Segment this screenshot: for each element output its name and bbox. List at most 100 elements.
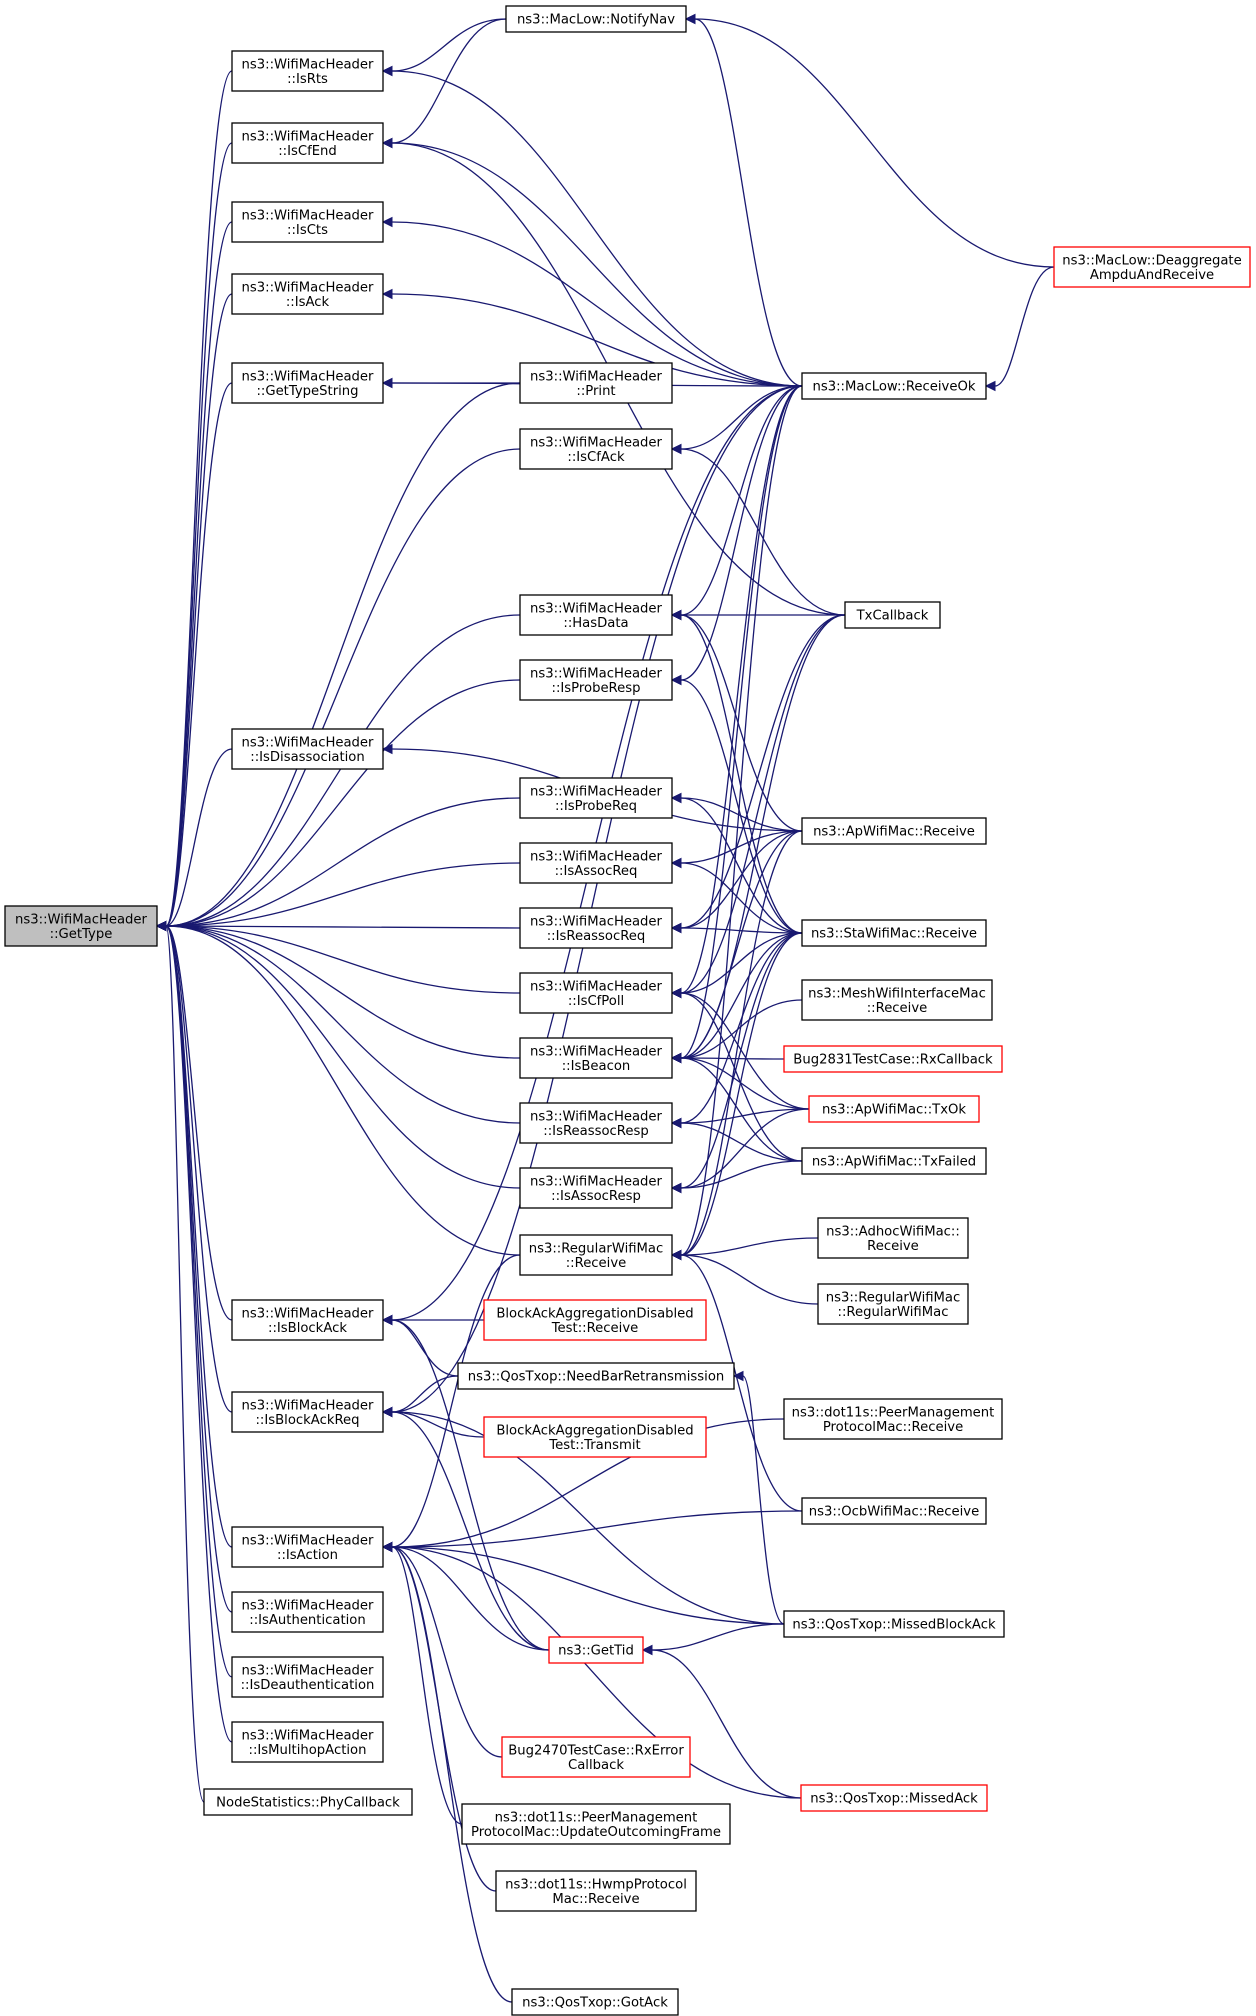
node-isaction[interactable]: ns3::WifiMacHeader::IsAction xyxy=(231,1526,384,1568)
edge-stareceive-to-isreassocresp xyxy=(680,932,803,1124)
node-pmpreceive[interactable]: ns3::dot11s::PeerManagementProtocolMac::… xyxy=(783,1398,1003,1440)
edge-stareceive-to-isbeacon xyxy=(680,932,803,1059)
node-label-line: ns3::WifiMacHeader xyxy=(242,1398,375,1413)
node-iscfend[interactable]: ns3::WifiMacHeader::IsCfEnd xyxy=(231,122,384,164)
edge-bug2831-to-isbeacon xyxy=(680,1057,785,1060)
node-aptxok[interactable]: ns3::ApWifiMac::TxOk xyxy=(808,1095,980,1123)
node-receiveok[interactable]: ns3::MacLow::ReceiveOk xyxy=(801,372,987,400)
node-box xyxy=(231,1526,384,1568)
node-stareceive[interactable]: ns3::StaWifiMac::Receive xyxy=(801,919,987,947)
node-label-line: TxCallback xyxy=(856,609,929,624)
node-hasdata[interactable]: ns3::WifiMacHeader::HasData xyxy=(519,594,673,636)
node-gotack[interactable]: ns3::QosTxop::GotAck xyxy=(511,1988,679,2016)
node-baadttransmit[interactable]: BlockAckAggregationDisabledTest::Transmi… xyxy=(483,1416,707,1458)
node-label-line: NodeStatistics::PhyCallback xyxy=(216,1796,400,1811)
node-notifynav[interactable]: ns3::MacLow::NotifyNav xyxy=(505,5,687,33)
node-isdeauth[interactable]: ns3::WifiMacHeader::IsDeauthentication xyxy=(231,1656,384,1698)
edge-phycallback-to-gettype xyxy=(165,925,205,1803)
node-isrts[interactable]: ns3::WifiMacHeader::IsRts xyxy=(231,50,384,92)
node-isreassocreq[interactable]: ns3::WifiMacHeader::IsReassocReq xyxy=(519,907,673,949)
edge-missedblockack-to-isaction xyxy=(391,1546,785,1625)
node-ismultihop[interactable]: ns3::WifiMacHeader::IsMultihopAction xyxy=(231,1721,384,1763)
arrowhead xyxy=(381,65,393,77)
node-print[interactable]: ns3::WifiMacHeader::Print xyxy=(519,362,673,404)
edge-apreceive-to-isbeacon xyxy=(680,830,803,1059)
edge-hasdata-to-gettype xyxy=(165,614,521,927)
node-meshreceive[interactable]: ns3::MeshWifiInterfaceMac::Receive xyxy=(801,979,993,1021)
arrowhead xyxy=(670,1182,682,1194)
node-box xyxy=(801,979,993,1021)
node-bug2831[interactable]: Bug2831TestCase::RxCallback xyxy=(783,1045,1003,1073)
node-isprobereq[interactable]: ns3::WifiMacHeader::IsProbeReq xyxy=(519,777,673,819)
node-txcallback[interactable]: TxCallback xyxy=(844,601,941,629)
node-box xyxy=(801,1147,987,1175)
node-regularctor[interactable]: ns3::RegularWifiMac::RegularWifiMac xyxy=(817,1283,969,1325)
node-box xyxy=(231,362,384,404)
node-needbar[interactable]: ns3::QosTxop::NeedBarRetransmission xyxy=(457,1362,735,1390)
node-label-line: ns3::WifiMacHeader xyxy=(530,914,663,929)
node-gettype[interactable]: ns3::WifiMacHeader::GetType xyxy=(4,905,158,947)
node-isdisassoc[interactable]: ns3::WifiMacHeader::IsDisassociation xyxy=(231,728,384,770)
node-gettypestring[interactable]: ns3::WifiMacHeader::GetTypeString xyxy=(231,362,384,404)
node-aptxfailed[interactable]: ns3::ApWifiMac::TxFailed xyxy=(801,1147,987,1175)
node-label-line: ::IsDisassociation xyxy=(250,750,364,765)
arrowhead xyxy=(670,987,682,999)
node-layer: ns3::WifiMacHeader::GetTypens3::WifiMacH… xyxy=(4,5,1251,2016)
node-isreassocresp[interactable]: ns3::WifiMacHeader::IsReassocResp xyxy=(519,1102,673,1144)
node-label-line: ::IsAssocReq xyxy=(555,864,638,879)
edge-regularreceive-to-isaction xyxy=(391,1254,521,1548)
node-isproberesp[interactable]: ns3::WifiMacHeader::IsProbeResp xyxy=(519,659,673,701)
edge-iscfend-to-gettype xyxy=(165,142,233,927)
edge-receiveok-to-iscfpoll xyxy=(680,385,803,994)
node-phycallback[interactable]: NodeStatistics::PhyCallback xyxy=(203,1788,413,1816)
node-iscfack[interactable]: ns3::WifiMacHeader::IsCfAck xyxy=(519,428,673,470)
edge-isbeacon-to-gettype xyxy=(165,925,521,1059)
edge-stareceive-to-isproberesp xyxy=(680,679,803,934)
node-isassocreq[interactable]: ns3::WifiMacHeader::IsAssocReq xyxy=(519,842,673,884)
edge-isassocresp-to-gettype xyxy=(165,925,521,1189)
node-isauth[interactable]: ns3::WifiMacHeader::IsAuthentication xyxy=(231,1591,384,1633)
arrowhead xyxy=(670,443,682,455)
node-missedblockack[interactable]: ns3::QosTxop::MissedBlockAck xyxy=(783,1610,1005,1638)
node-gettid[interactable]: ns3::GetTid xyxy=(548,1636,644,1664)
node-ocbreceive[interactable]: ns3::OcbWifiMac::Receive xyxy=(801,1497,987,1525)
node-label-line: ::HasData xyxy=(563,616,628,631)
node-isblockackreq[interactable]: ns3::WifiMacHeader::IsBlockAckReq xyxy=(231,1391,384,1433)
node-pmpupdate[interactable]: ns3::dot11s::PeerManagementProtocolMac::… xyxy=(461,1803,731,1845)
node-iscfpoll[interactable]: ns3::WifiMacHeader::IsCfPoll xyxy=(519,972,673,1014)
node-label-line: ns3::QosTxop::GotAck xyxy=(522,1996,668,2011)
node-box xyxy=(4,905,158,947)
node-adhocreceive[interactable]: ns3::AdhocWifiMac::Receive xyxy=(817,1217,969,1259)
node-label-line: ::Receive xyxy=(867,1001,928,1016)
node-box xyxy=(495,1870,697,1912)
node-label-line: ns3::WifiMacHeader xyxy=(242,1663,375,1678)
node-isblockack[interactable]: ns3::WifiMacHeader::IsBlockAck xyxy=(231,1299,384,1341)
node-box xyxy=(231,1656,384,1698)
edge-apreceive-to-regularreceive xyxy=(680,830,803,1256)
node-isack[interactable]: ns3::WifiMacHeader::IsAck xyxy=(231,273,384,315)
edge-gettid-to-isblockackreq xyxy=(391,1411,550,1651)
node-isbeacon[interactable]: ns3::WifiMacHeader::IsBeacon xyxy=(519,1037,673,1079)
node-regularreceive[interactable]: ns3::RegularWifiMac::Receive xyxy=(519,1234,673,1276)
node-label-line: ns3::ApWifiMac::TxOk xyxy=(822,1103,966,1118)
edge-ocbreceive-to-isaction xyxy=(391,1510,803,1548)
arrowhead xyxy=(381,288,393,300)
node-box xyxy=(501,1736,691,1778)
arrowhead xyxy=(670,609,682,621)
edge-txcallback-to-iscfack xyxy=(680,448,846,616)
node-isassocresp[interactable]: ns3::WifiMacHeader::IsAssocResp xyxy=(519,1167,673,1209)
edge-isproberesp-to-gettype xyxy=(165,679,521,927)
arrowhead xyxy=(381,743,393,755)
node-iscts[interactable]: ns3::WifiMacHeader::IsCts xyxy=(231,201,384,243)
node-label-line: ns3::OcbWifiMac::Receive xyxy=(809,1505,979,1520)
node-missedack[interactable]: ns3::QosTxop::MissedAck xyxy=(800,1784,988,1812)
edge-aptxok-to-isassocresp xyxy=(680,1108,810,1189)
node-apreceive[interactable]: ns3::ApWifiMac::Receive xyxy=(801,817,987,845)
node-label-line: ns3::WifiMacHeader xyxy=(242,369,375,384)
node-label-line: ::IsBlockAck xyxy=(268,1321,347,1336)
edge-isack-to-gettype xyxy=(165,293,233,927)
